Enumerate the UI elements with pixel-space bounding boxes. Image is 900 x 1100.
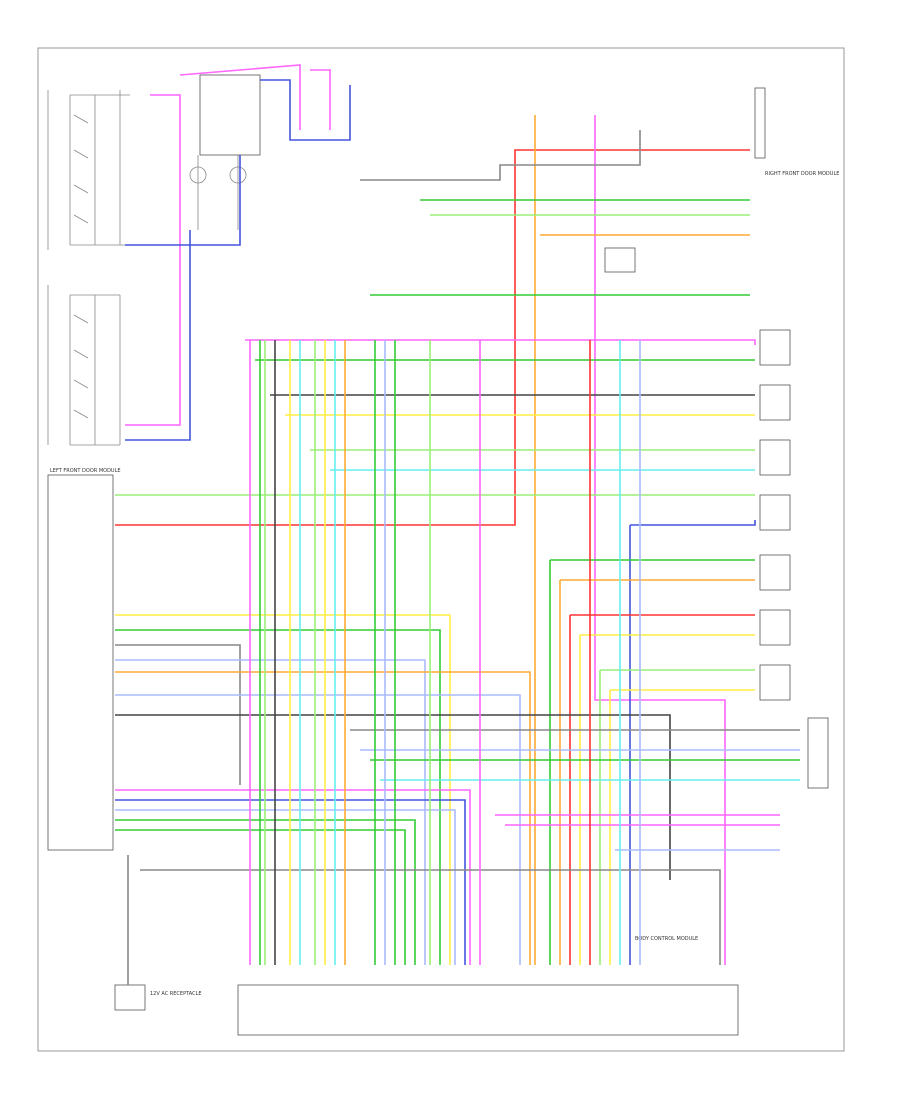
wire-yellow-23 xyxy=(609,689,755,965)
wire-blue-2 xyxy=(260,79,351,141)
wire-yellow-21 xyxy=(579,634,755,965)
wire-grey-46 xyxy=(360,130,641,181)
wire-grey-47 xyxy=(140,869,721,965)
wire-blue-5 xyxy=(125,230,191,441)
wire-orange-19 xyxy=(559,579,755,965)
left-door-module-label: LEFT FRONT DOOR MODULE xyxy=(50,468,121,474)
wire-green-39 xyxy=(115,829,406,965)
wire-lavender-37 xyxy=(115,809,456,965)
diagram-frame xyxy=(37,47,845,1052)
right-door-module-label: RIGHT FRONT DOOR MODULE xyxy=(765,171,839,177)
ac-receptacle-label: 12V AC RECEPTACLE xyxy=(150,991,202,997)
wire-green-25 xyxy=(115,629,441,965)
wire-lavender-27 xyxy=(115,659,426,965)
wire-pink-10 xyxy=(245,339,756,345)
body-control-module-box xyxy=(237,984,739,1036)
wire-grey-26 xyxy=(115,644,241,785)
wire-pink-1 xyxy=(179,64,301,130)
ac-receptacle-box xyxy=(114,984,146,1011)
wire-pink-0 xyxy=(125,94,181,426)
body-control-module-label: BODY CONTROL MODULE xyxy=(635,936,698,942)
right-components xyxy=(604,87,829,789)
wire-light_green-22 xyxy=(599,669,755,965)
top-relay-block xyxy=(189,74,261,230)
wire-harness xyxy=(115,64,800,985)
wire-blue-4 xyxy=(125,155,241,246)
wire-yellow-24 xyxy=(115,614,451,965)
wire-dark_grey-30 xyxy=(115,714,671,880)
wire-blue-36 xyxy=(115,799,466,965)
window-switch-block xyxy=(47,285,121,446)
wire-pink-3 xyxy=(310,69,331,130)
wire-orange-28 xyxy=(115,671,531,965)
wire-red-20 xyxy=(569,614,755,965)
wire-green-18 xyxy=(549,559,755,965)
wire-pink-8 xyxy=(594,115,726,965)
wire-blue-17 xyxy=(629,520,756,965)
wire-pink-35 xyxy=(115,789,471,965)
wire-red-6 xyxy=(115,149,750,526)
top-left-switch-block xyxy=(47,90,130,250)
wire-green-38 xyxy=(115,819,416,965)
left-door-module-box xyxy=(47,474,114,851)
